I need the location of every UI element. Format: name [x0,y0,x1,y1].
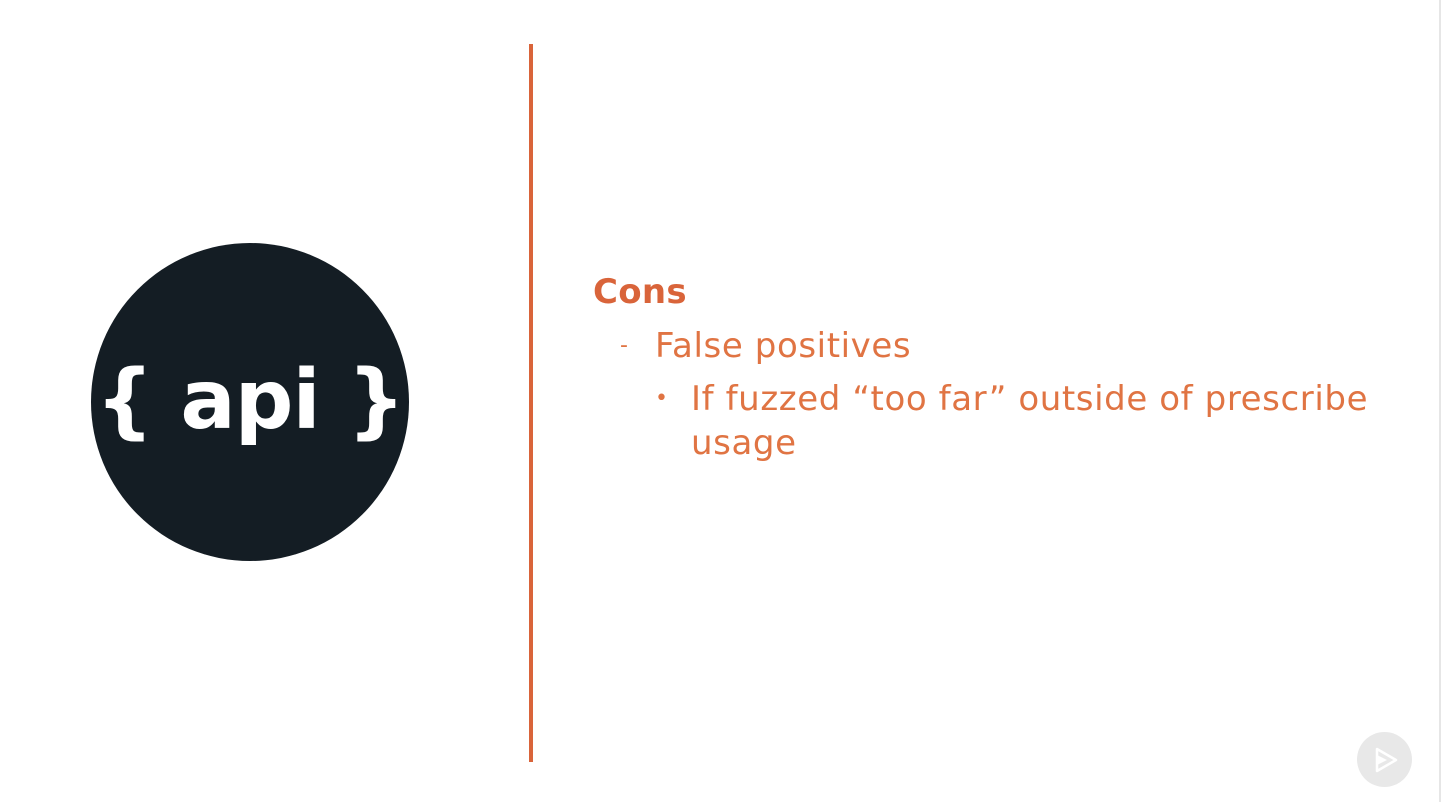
dash-marker: - [620,333,629,358]
list-item-text: False positives [655,326,912,366]
slide-edge [1439,0,1441,802]
play-triangle-icon [1375,747,1397,772]
bullet-marker: • [655,386,669,411]
list-item-false-positives: - False positives [593,324,1413,368]
sub-list-item-text: If fuzzed “too far” outside of prescribe… [691,379,1369,463]
play-button[interactable] [1357,732,1412,787]
api-logo: { api } [91,243,409,561]
vertical-divider [529,44,533,762]
section-heading: Cons [593,272,687,312]
sub-list-item: • If fuzzed “too far” outside of prescri… [593,377,1413,465]
api-logo-text: { api } [95,352,406,448]
cons-section: Cons - False positives • If fuzzed “too … [593,270,1413,465]
